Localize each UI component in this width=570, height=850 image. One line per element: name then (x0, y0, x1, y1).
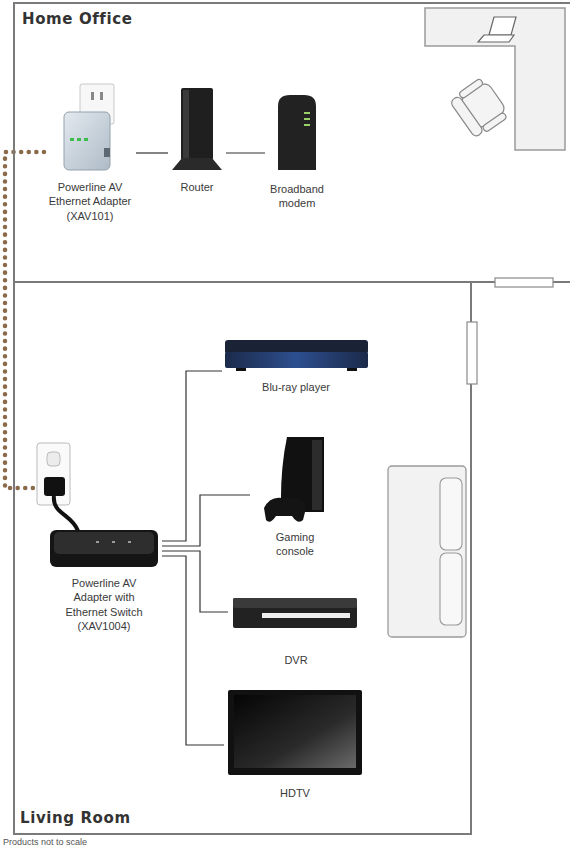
device-label: Gaming console (265, 530, 325, 559)
router-edge (183, 90, 189, 158)
room-region: Powerline AV Ethernet Adapter (XAV101) Ro… (13, 2, 570, 283)
tv-screen (234, 695, 356, 768)
dvr-drawing (233, 598, 357, 628)
device: HDTV (224, 686, 366, 803)
sofa-cushion (440, 553, 462, 625)
device: Router (168, 84, 226, 197)
room-name: Home Office (22, 10, 133, 28)
led (304, 118, 310, 120)
xav101-drawing (64, 84, 114, 170)
tv-frame (228, 690, 362, 775)
ethernet-cable (162, 371, 222, 541)
led (112, 541, 115, 543)
bluray-drawing (225, 340, 368, 371)
bluray-front (225, 352, 368, 368)
ethernet-cable (162, 556, 224, 745)
router-stand (172, 158, 222, 170)
foot (347, 368, 357, 371)
console-side (312, 440, 322, 510)
laptop-screen (489, 17, 516, 35)
dvr-stripe (262, 613, 350, 618)
hdtv-drawing (228, 690, 362, 775)
cord (54, 496, 78, 531)
laptop-base (478, 35, 514, 42)
device-label: Router (168, 180, 226, 194)
socket-slot (100, 92, 103, 100)
led (304, 124, 310, 126)
led (96, 541, 99, 543)
note: Products not to scale (3, 837, 87, 848)
router-drawing (172, 88, 222, 170)
bluray-top (225, 340, 368, 354)
chair (449, 76, 511, 139)
room-region: Powerline AV Adapter with Ethernet Switc… (13, 281, 472, 835)
ethernet-port (104, 148, 110, 157)
adapter-body (64, 112, 110, 170)
ethernet-cable (136, 152, 168, 153)
device: Broadband modem (265, 90, 329, 213)
room-name: Living Room (20, 809, 131, 827)
modem-body (278, 95, 316, 170)
foot (236, 368, 246, 371)
device-label: Powerline AV Ethernet Adapter (XAV101) (44, 180, 136, 223)
ethernet-cable (162, 495, 250, 546)
device: Powerline AV Ethernet Adapter (XAV101) (44, 80, 136, 225)
device-label: DVR (228, 653, 364, 667)
device: Powerline AV Adapter with Ethernet Switc… (33, 438, 162, 636)
plug (44, 477, 65, 496)
led (304, 112, 310, 114)
device: Gaming console (250, 432, 340, 561)
ethernet-cable (226, 152, 265, 153)
chair-arm (482, 112, 507, 133)
switch-top (54, 532, 154, 554)
dvr-top (233, 598, 357, 608)
led (84, 138, 88, 141)
desk (425, 8, 565, 150)
modem-drawing (278, 95, 316, 170)
sofa-cushion (440, 478, 462, 550)
device-label: HDTV (224, 786, 366, 800)
device-label: Broadband modem (265, 182, 329, 211)
desk-drawing (425, 8, 565, 150)
powerline-link (5, 152, 44, 488)
led (77, 138, 81, 141)
console-drawing (264, 437, 324, 522)
chair-back (450, 95, 484, 137)
wall-plate (37, 443, 70, 505)
controller (264, 498, 306, 522)
socket-slot (91, 92, 94, 100)
router-body (181, 88, 213, 160)
device-label: Blu-ray player (222, 380, 370, 394)
dvr-body (233, 598, 357, 628)
window (495, 278, 553, 287)
device: Blu-ray player (222, 336, 370, 397)
device: DVR (228, 594, 364, 670)
xav1004-drawing (37, 443, 158, 567)
device-label: Powerline AV Adapter with Ethernet Switc… (56, 576, 152, 633)
led (70, 138, 74, 141)
window (467, 322, 477, 384)
socket (47, 452, 60, 466)
sofa-drawing (388, 466, 466, 637)
chair-arm (458, 78, 483, 99)
led (128, 541, 131, 543)
switch-body (50, 530, 158, 567)
sofa-frame (388, 466, 466, 637)
ethernet-cable (162, 551, 228, 612)
